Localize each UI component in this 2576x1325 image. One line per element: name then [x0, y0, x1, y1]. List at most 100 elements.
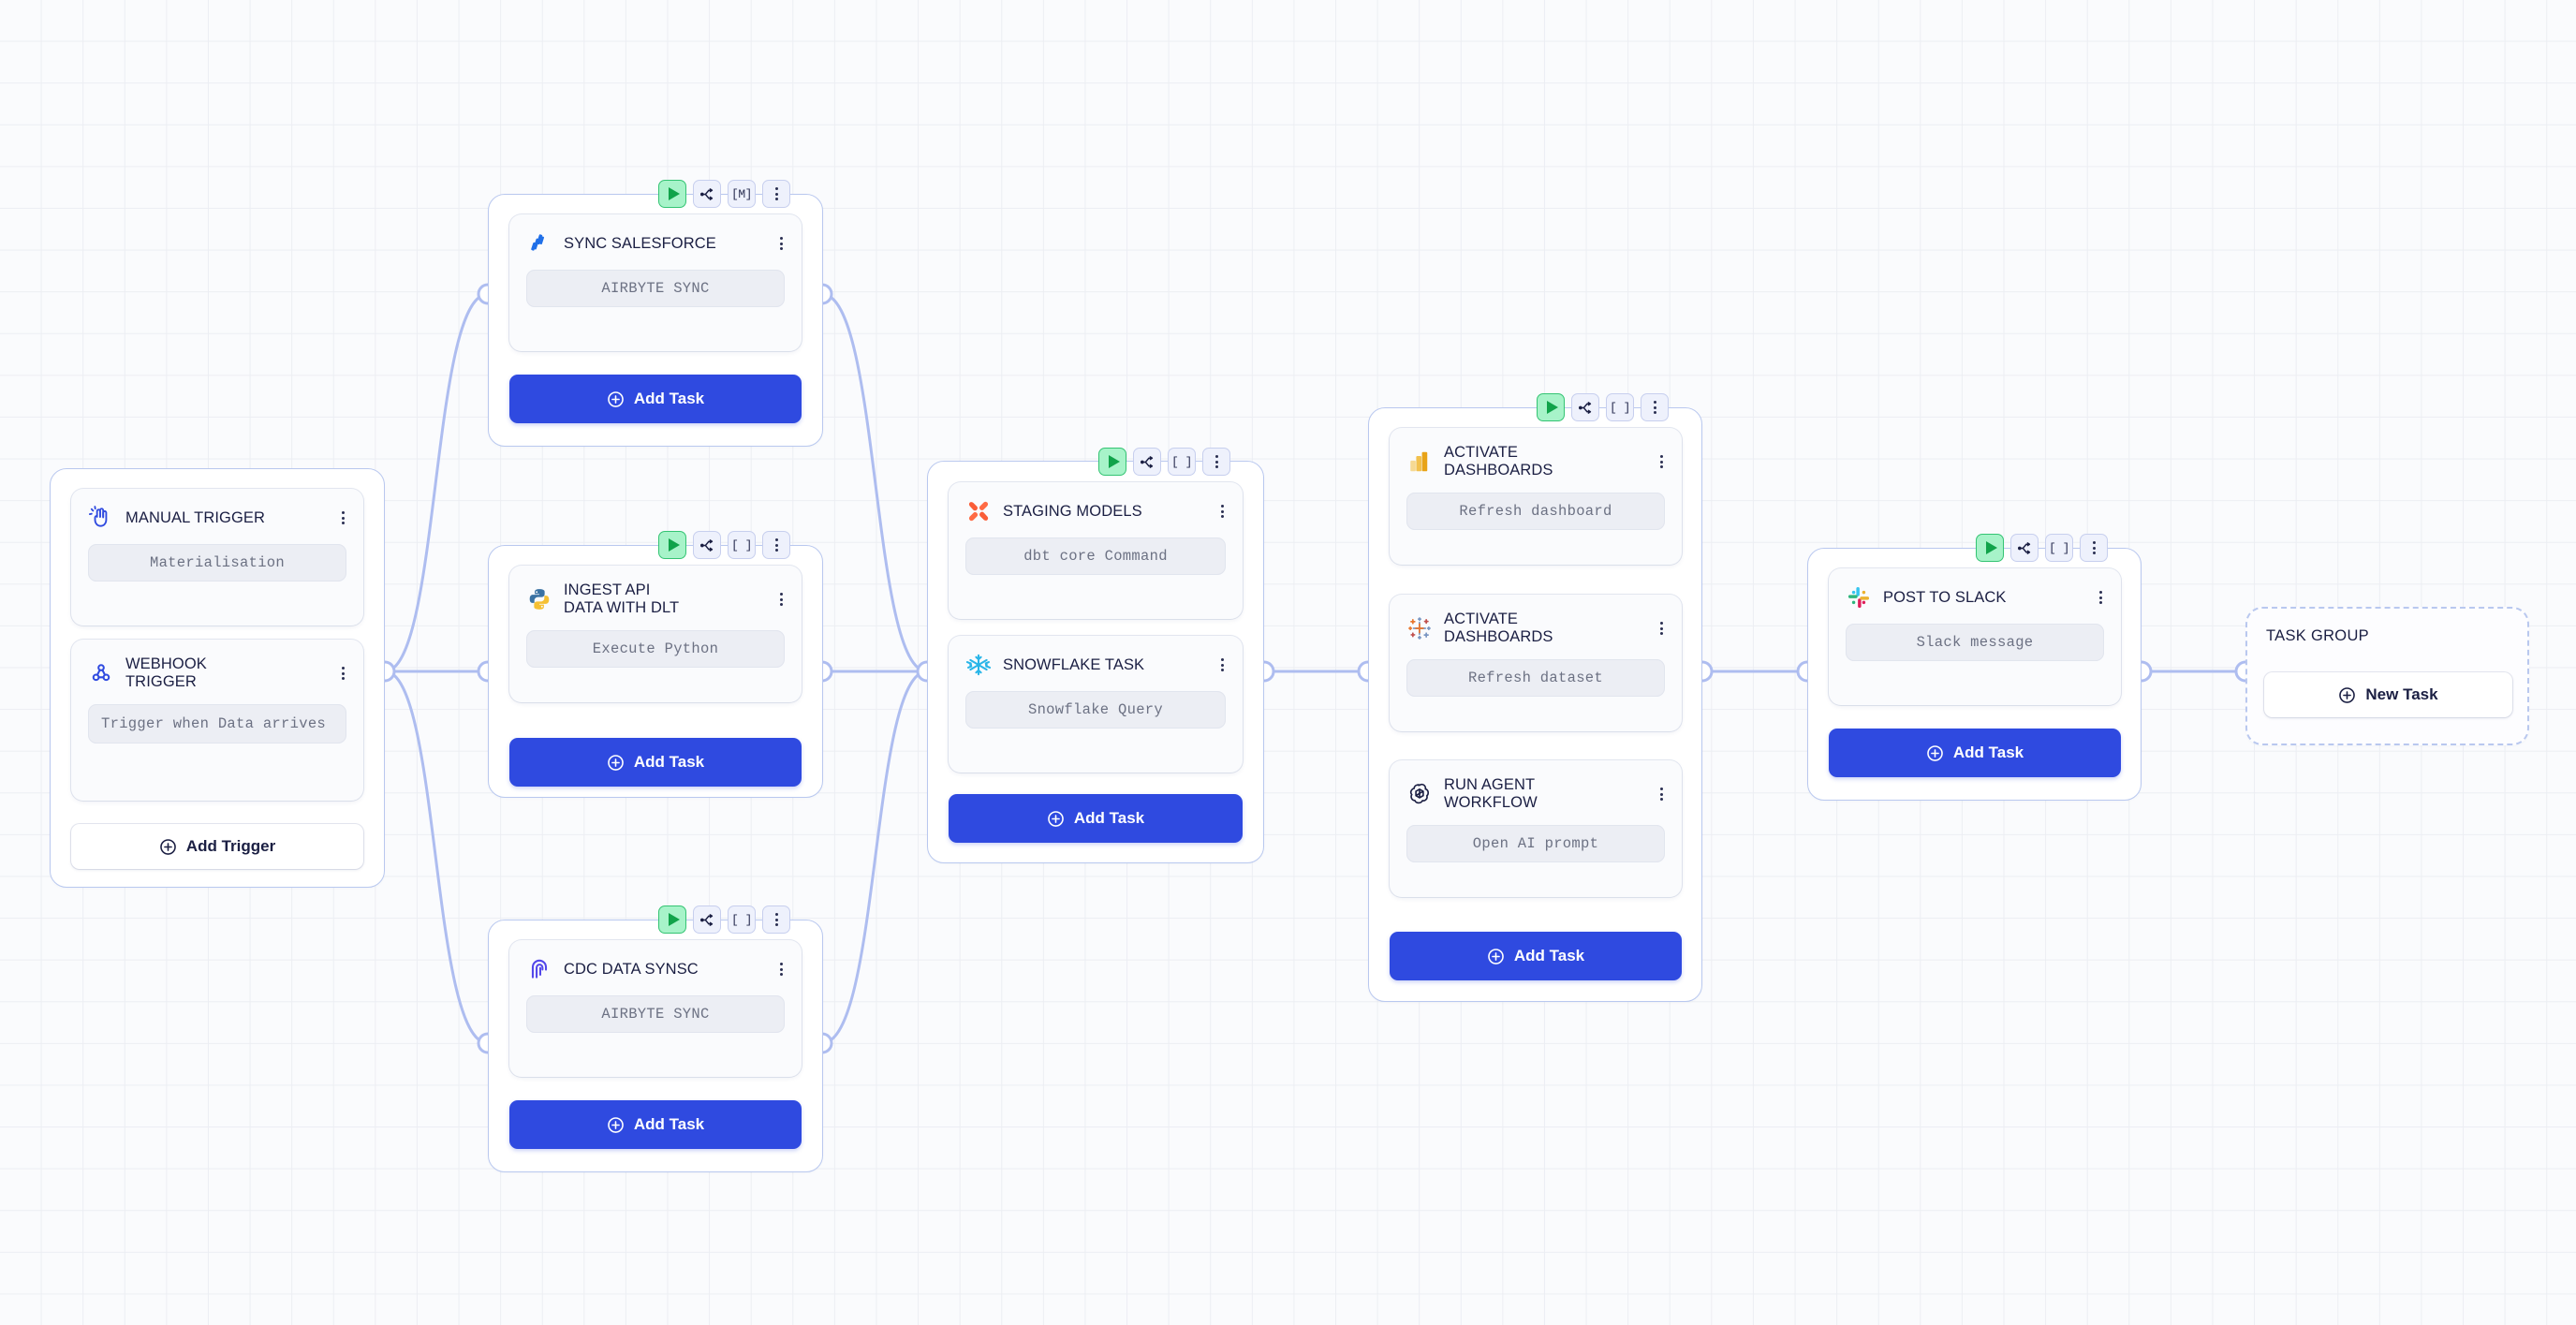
card-post-to-slack[interactable]: POST TO SLACK Slack message [1829, 568, 2121, 705]
card-webhook-trigger[interactable]: WEBHOOK TRIGGER Trigger when Data arrive… [71, 640, 363, 801]
hand-click-icon [88, 505, 114, 531]
card-chip[interactable]: AIRBYTE SYNC [526, 270, 785, 307]
branch-icon[interactable] [693, 905, 721, 934]
plus-icon [608, 754, 624, 771]
dbt-icon [965, 498, 992, 524]
card-menu-icon[interactable] [2094, 591, 2108, 604]
add-trigger-label: Add Trigger [185, 837, 276, 855]
card-chip[interactable]: Snowflake Query [965, 691, 1226, 729]
card-menu-icon[interactable] [774, 593, 788, 606]
run-button[interactable] [1537, 393, 1565, 421]
add-task-button-cdc[interactable]: Add Task [509, 1100, 802, 1149]
new-task-button[interactable]: New Task [2264, 672, 2512, 717]
group-menu-icon[interactable] [1202, 448, 1230, 476]
bracket-icon[interactable]: [ ] [1606, 393, 1634, 421]
card-header: WEBHOOK TRIGGER [71, 640, 363, 691]
card-chip[interactable]: Open AI prompt [1406, 825, 1665, 862]
add-task-button-transform[interactable]: Add Task [949, 794, 1243, 843]
airbyte-icon [526, 956, 552, 982]
group-menu-icon[interactable] [762, 531, 790, 559]
run-button[interactable] [1976, 534, 2004, 562]
cdc-group-toolbar[interactable]: [ ] [658, 905, 790, 934]
add-task-button-activate[interactable]: Add Task [1390, 932, 1682, 980]
bracket-icon[interactable]: [ ] [728, 531, 756, 559]
add-task-button-salesforce[interactable]: Add Task [509, 375, 802, 423]
plus-icon [159, 838, 176, 855]
bracket-icon[interactable]: [ ] [2045, 534, 2073, 562]
new-task-label: New Task [2365, 685, 2438, 703]
task-group-label: TASK GROUP [2266, 627, 2369, 644]
card-chip[interactable]: Materialisation [88, 544, 346, 582]
bracket-m-icon[interactable]: [M] [728, 180, 756, 208]
branch-icon[interactable] [693, 531, 721, 559]
salesforce-group-toolbar[interactable]: [M] [658, 180, 790, 208]
activate-group-toolbar[interactable]: [ ] [1537, 393, 1669, 421]
card-header: STAGING MODELS [949, 482, 1243, 524]
card-chip[interactable]: Trigger when Data arrives [88, 704, 346, 743]
openai-icon [1406, 781, 1433, 807]
group-menu-icon[interactable] [2080, 534, 2108, 562]
ingest-group-toolbar[interactable]: [ ] [658, 531, 790, 559]
card-header: POST TO SLACK [1829, 568, 2121, 611]
group-menu-icon[interactable] [762, 180, 790, 208]
group-menu-icon[interactable] [1641, 393, 1669, 421]
transform-group-toolbar[interactable]: [ ] [1098, 448, 1230, 476]
card-sync-salesforce[interactable]: SYNC SALESFORCE AIRBYTE SYNC [509, 214, 802, 351]
card-menu-icon[interactable] [1215, 505, 1229, 518]
python-icon [526, 586, 552, 612]
card-run-agent-workflow[interactable]: RUN AGENT WORKFLOW Open AI prompt [1390, 760, 1682, 897]
card-menu-icon[interactable] [774, 237, 788, 250]
branch-icon[interactable] [693, 180, 721, 208]
card-chip[interactable]: dbt core Command [965, 537, 1226, 575]
card-menu-icon[interactable] [774, 963, 788, 976]
card-title: POST TO SLACK [1883, 588, 2007, 606]
card-chip[interactable]: Execute Python [526, 630, 785, 668]
card-menu-icon[interactable] [1655, 455, 1669, 468]
card-manual-trigger[interactable]: MANUAL TRIGGER Materialisation [71, 489, 363, 626]
bracket-icon[interactable]: [ ] [728, 905, 756, 934]
plus-icon [1048, 810, 1064, 827]
run-button[interactable] [1098, 448, 1126, 476]
card-menu-icon[interactable] [1215, 658, 1229, 671]
card-menu-icon[interactable] [336, 667, 350, 680]
plus-icon [608, 1116, 624, 1133]
card-chip[interactable]: Slack message [1846, 624, 2104, 661]
card-title: ACTIVATE DASHBOARDS [1444, 444, 1553, 478]
card-chip[interactable]: AIRBYTE SYNC [526, 995, 785, 1033]
bracket-icon[interactable]: [ ] [1168, 448, 1196, 476]
card-header: CDC DATA SYNSC [509, 940, 802, 982]
add-task-button-ingest[interactable]: Add Task [509, 738, 802, 787]
run-button[interactable] [658, 180, 686, 208]
add-task-button-slack[interactable]: Add Task [1829, 729, 2121, 777]
add-trigger-button[interactable]: Add Trigger [71, 824, 363, 869]
card-menu-icon[interactable] [336, 511, 350, 524]
card-activate-dashboards-powerbi[interactable]: ACTIVATE DASHBOARDS Refresh dashboard [1390, 428, 1682, 565]
card-menu-icon[interactable] [1655, 622, 1669, 635]
card-activate-dashboards-tableau[interactable]: ACTIVATE DASHBOARDS Refresh dataset [1390, 595, 1682, 731]
card-title: ACTIVATE DASHBOARDS [1444, 611, 1553, 645]
branch-icon[interactable] [1571, 393, 1599, 421]
run-button[interactable] [658, 905, 686, 934]
card-chip[interactable]: Refresh dashboard [1406, 493, 1665, 530]
card-title: MANUAL TRIGGER [125, 508, 266, 526]
card-staging-models[interactable]: STAGING MODELS dbt core Command [949, 482, 1243, 619]
branch-icon[interactable] [1133, 448, 1161, 476]
snowflake-icon [965, 652, 992, 678]
slack-group-toolbar[interactable]: [ ] [1976, 534, 2108, 562]
plus-icon [1488, 948, 1504, 964]
branch-icon[interactable] [2010, 534, 2039, 562]
card-cdc-data-synsc[interactable]: CDC DATA SYNSC AIRBYTE SYNC [509, 940, 802, 1077]
card-title: STAGING MODELS [1003, 502, 1142, 520]
card-menu-icon[interactable] [1655, 788, 1669, 801]
card-header: SNOWFLAKE TASK [949, 636, 1243, 678]
card-ingest-api[interactable]: INGEST API DATA WITH DLT Execute Python [509, 566, 802, 702]
run-button[interactable] [658, 531, 686, 559]
card-chip[interactable]: Refresh dataset [1406, 659, 1665, 697]
dlt-icon [526, 230, 552, 257]
card-snowflake-task[interactable]: SNOWFLAKE TASK Snowflake Query [949, 636, 1243, 773]
card-header: RUN AGENT WORKFLOW [1390, 760, 1682, 812]
tableau-icon [1406, 615, 1433, 641]
group-menu-icon[interactable] [762, 905, 790, 934]
slack-icon [1846, 584, 1872, 611]
